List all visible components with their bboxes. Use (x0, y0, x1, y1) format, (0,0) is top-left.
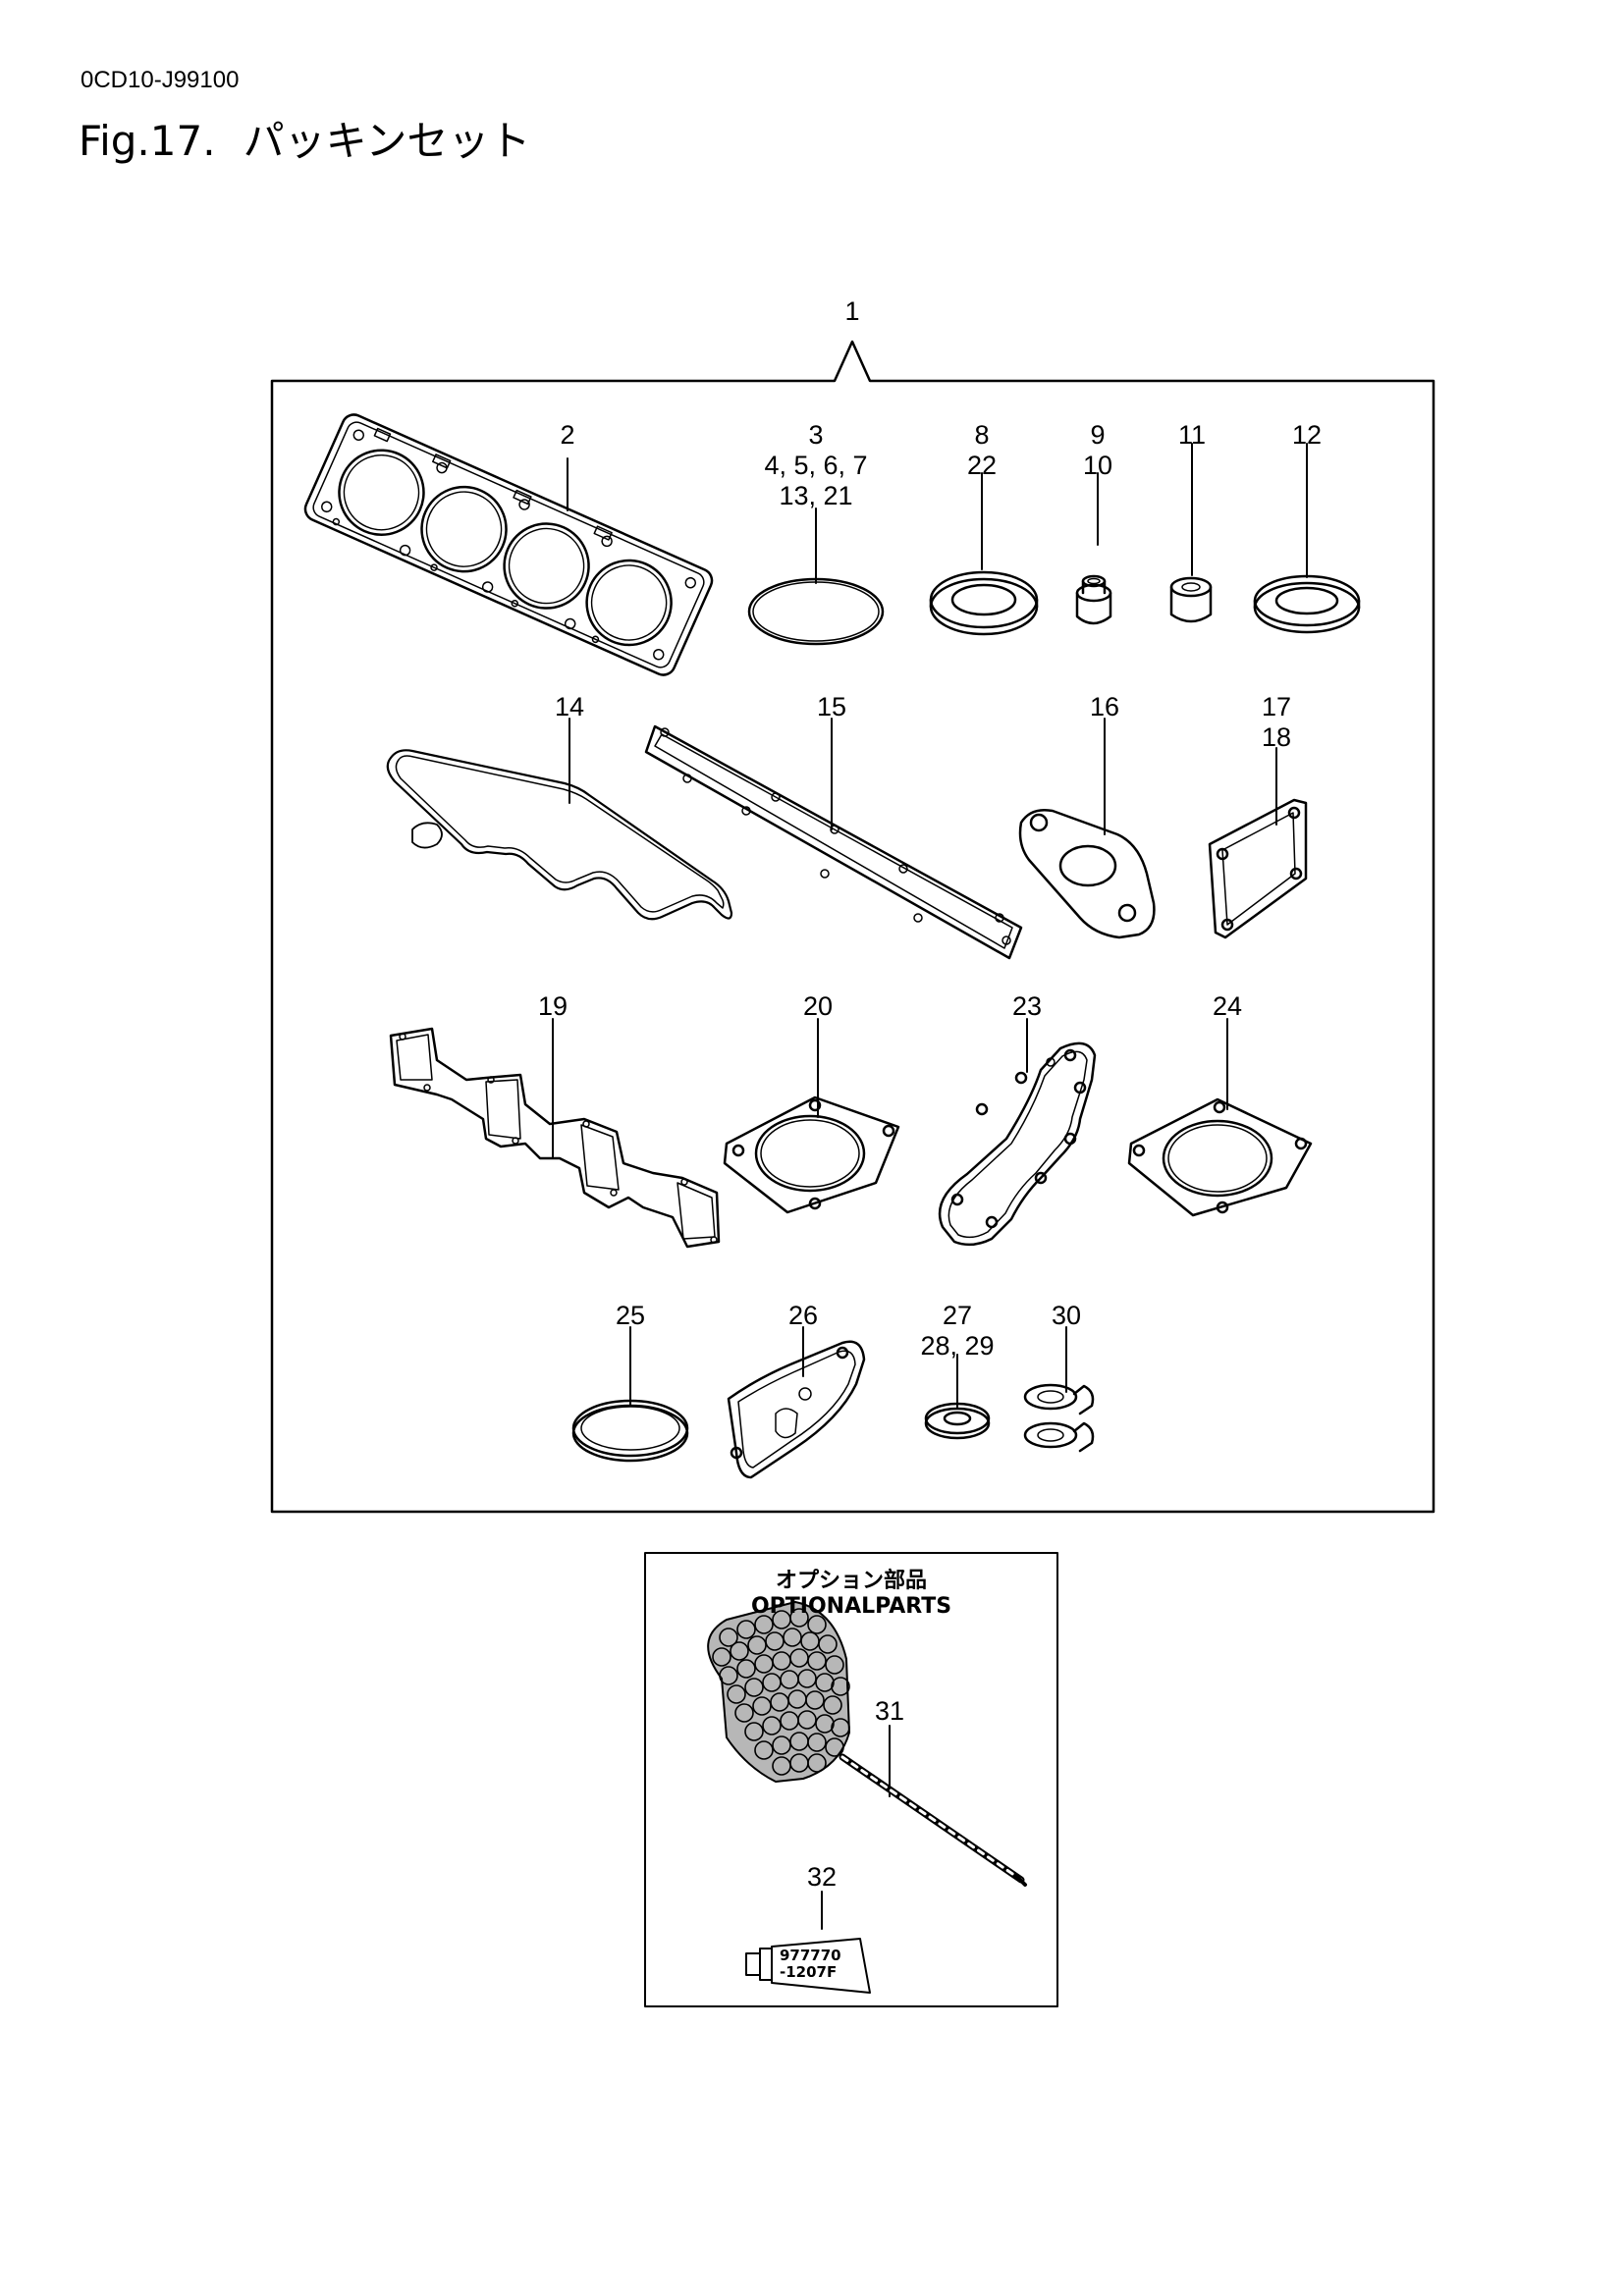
optional-parts-heading: オプション部品 OPTIONALPARTS (704, 1569, 999, 1620)
callout-17-line2: 18 (1261, 722, 1292, 752)
rocker-cover-gasket (386, 749, 733, 921)
tube-label: 977770 -1207F (780, 1948, 841, 1981)
oil-seal-8 (929, 570, 1039, 636)
intake-gasket (644, 724, 1023, 960)
callout-14: 14 (554, 692, 585, 721)
gasket-20 (723, 1095, 900, 1214)
callout-27-line2: 28, 29 (920, 1331, 995, 1361)
callout-25: 25 (615, 1301, 646, 1330)
exhaust-gasket (389, 1027, 721, 1249)
figure-title: Fig.17. パッキンセット (79, 108, 558, 168)
optional-parts-heading-ja: オプション部品 (775, 1569, 927, 1593)
leader-lines (552, 443, 1308, 1930)
callout-20: 20 (802, 991, 834, 1021)
tube-label-line1: 977770 (780, 1947, 841, 1964)
gasket-24 (1127, 1097, 1313, 1217)
callout-8-line2: 22 (966, 451, 998, 480)
callout-8-line1: 8 (974, 420, 990, 450)
callout-2: 2 (560, 420, 575, 450)
o-ring-3 (747, 577, 885, 646)
sealant-tube (745, 1938, 871, 1994)
callout-15: 15 (816, 692, 847, 721)
callout-3-line1: 3 (808, 420, 824, 450)
head-gasket (303, 413, 714, 676)
callout-12: 12 (1291, 420, 1323, 450)
callout-1: 1 (844, 296, 860, 326)
figure-name: パッキンセット (243, 117, 531, 165)
document-code: 0CD10-J99100 (81, 67, 240, 93)
gasket-17 (1208, 798, 1308, 939)
tube-label-line2: -1207F (780, 1963, 838, 1981)
callout-9-line2: 10 (1082, 451, 1113, 480)
callout-3-line3: 13, 21 (779, 481, 853, 510)
callout-17-line1: 17 (1261, 692, 1292, 721)
callout-11: 11 (1177, 420, 1207, 450)
gasket-set-frame (270, 340, 1435, 1514)
washer-27 (924, 1402, 991, 1440)
gasket-26 (727, 1340, 866, 1479)
stem-seal-9 (1075, 574, 1112, 625)
callout-17: 17 18 (1208, 692, 1345, 753)
gaskets-30 (1023, 1383, 1095, 1453)
callout-27-line1: 27 (942, 1301, 973, 1330)
callout-9: 9 10 (1029, 420, 1166, 481)
callout-16: 16 (1089, 692, 1120, 721)
callout-3-line2: 4, 5, 6, 7 (764, 451, 868, 480)
callout-24: 24 (1212, 991, 1243, 1021)
o-ring-25 (571, 1399, 689, 1463)
water-pump-gasket (938, 1041, 1097, 1247)
figure-number: Fig.17. (79, 117, 216, 165)
callout-26: 26 (787, 1301, 819, 1330)
optional-parts-frame (644, 1552, 1058, 2007)
callout-32: 32 (806, 1862, 838, 1892)
callout-27: 27 28, 29 (889, 1301, 1026, 1362)
optional-parts-heading-en: OPTIONALPARTS (750, 1594, 952, 1619)
callout-9-line1: 9 (1090, 420, 1106, 450)
callout-3: 3 4, 5, 6, 7 13, 21 (747, 420, 885, 511)
gasket-16 (1018, 809, 1156, 939)
callout-8: 8 22 (913, 420, 1051, 481)
hone-brush (707, 1601, 1027, 1887)
bushing-11 (1169, 576, 1213, 623)
callout-31: 31 (874, 1696, 905, 1726)
callout-30: 30 (1051, 1301, 1082, 1330)
oil-seal-12 (1253, 574, 1361, 634)
callout-23: 23 (1011, 991, 1043, 1021)
callout-19: 19 (537, 991, 568, 1021)
